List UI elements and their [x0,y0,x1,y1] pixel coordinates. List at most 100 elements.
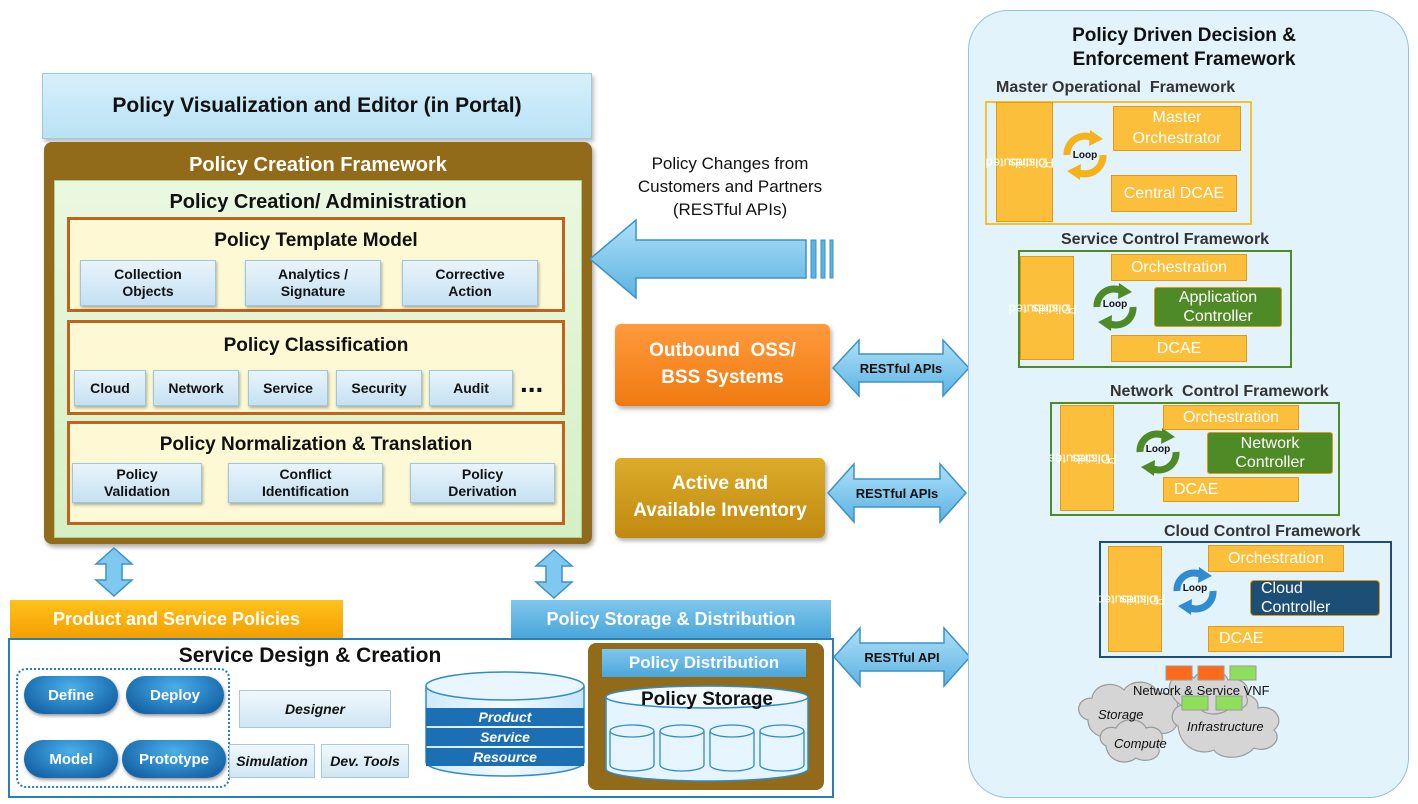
class-network: Network [153,370,239,406]
inventory-line1: Active and [671,473,769,495]
db-row-resource: Resource [473,749,537,765]
app-controller-line2: Controller [1183,308,1253,325]
network-loop-label: Loop [1145,443,1171,455]
cloud-loop-label: Loop [1182,582,1208,594]
cloud-dcae: DCAE [1208,626,1344,652]
deploy-label: Deploy [149,686,200,704]
network-dcae-label: DCAE [1174,480,1219,498]
master-loop-icon [1063,130,1107,180]
network-dcae: DCAE [1163,477,1299,502]
network-controller: Network Controller [1207,432,1333,474]
catalog-database-icon [425,671,585,777]
application-controller: Application Controller [1154,287,1282,327]
deploy-pill: Deploy [126,676,224,714]
policy-changes-line2: Customers and Partners [637,176,823,196]
class-service-label: Service [263,379,313,396]
policy-changes-text: Policy Changes from Customers and Partne… [612,153,848,222]
decision-title-line2: Enforcement Framework [1072,48,1296,70]
class-security-label: Security [351,379,407,396]
policy-template-model: Policy Template Model Collection Objects… [67,217,565,312]
master-orch-line1: Master [1152,108,1202,126]
db-row-product: Product [478,709,532,725]
class-security: Security [336,370,422,406]
outbound-oss-line1: Outbound OSS/ [649,340,796,362]
model-pill: Model [24,740,118,778]
inventory-line2: Available Inventory [633,500,807,521]
vertical-double-arrow-left [94,546,134,598]
outbound-oss-line2: BSS Systems [661,367,784,388]
design-steps-group [16,668,230,788]
service-dcae: DCAE [1111,335,1247,362]
collection-objects-line2: Objects [122,283,174,299]
policy-distribution-label: Policy Distribution [628,653,780,672]
cloud-loop-icon [1173,567,1217,615]
corrective-action-line1: Corrective [435,266,505,283]
compute-label: Compute [1114,736,1167,751]
central-dcae: Central DCAE [1111,175,1237,212]
network-dp-line2: Policies [1072,451,1117,467]
policy-derivation: Policy Derivation [410,463,555,503]
class-service: Service [248,370,328,406]
vnf-label: Network & Service VNF [1133,683,1270,698]
class-cloud: Cloud [74,370,146,406]
service-design-creation-title: Service Design & Creation [178,644,442,667]
analytics-signature-line1: Analytics / [277,266,349,283]
infrastructure-cloud-icon [1078,665,1280,763]
network-controller-line1: Network [1240,434,1300,452]
conflict-identification-line2: Identification [261,483,350,499]
master-orch-line2: Orchestrator [1132,129,1222,147]
restful-api-label-1: RESTful APIs [859,360,943,376]
restful-api-label-3: RESTful API [864,649,940,665]
service-loop-icon [1093,283,1137,331]
policy-classification: Policy Classification Cloud Network Serv… [67,320,565,415]
collection-objects: Collection Objects [80,260,216,306]
class-audit: Audit [429,370,513,406]
analytics-signature: Analytics / Signature [245,260,381,306]
decision-framework-title: Policy Driven Decision & Enforcement Fra… [1010,24,1358,72]
policy-changes-line3: (RESTful APIs) [672,199,788,219]
policy-validation-line2: Validation [103,483,171,499]
product-service-policies-label: Product and Service Policies [52,608,301,629]
policy-storage-container: Policy Distribution Policy Storage [588,643,824,790]
service-loop-label: Loop [1102,298,1128,310]
network-orch-label: Orchestration [1182,408,1280,426]
dev-tools-label: Dev. Tools [330,753,400,769]
policy-storage-title: Policy Storage [641,689,773,710]
network-controller-line2: Controller [1235,454,1305,471]
product-service-policies-bar: Product and Service Policies [10,600,343,638]
simulation-label: Simulation [236,753,308,769]
policy-storage-distribution-bar: Policy Storage & Distribution [511,600,831,638]
storage-label: Storage [1098,707,1144,722]
class-cloud-label: Cloud [90,379,130,396]
db-row-service: Service [480,729,530,745]
model-label: Model [49,750,93,768]
cloud-controller-line2: Controller [1261,599,1331,616]
policy-derivation-line2: Derivation [448,483,517,499]
service-orchestration: Orchestration [1111,254,1247,281]
cloud-dcae-label: DCAE [1219,630,1264,647]
designer-box: Designer [239,690,391,728]
service-dcae-label: DCAE [1156,339,1202,357]
master-framework-title: Master Operational Framework [996,79,1236,96]
define-label: Define [48,686,94,704]
conflict-identification: Conflict Identification [228,463,383,503]
dev-tools-box: Dev. Tools [321,744,409,778]
simulation-box: Simulation [229,744,315,778]
analytics-signature-line2: Signature [280,283,346,299]
restful-api-label-2: RESTful APIs [855,485,939,501]
policy-changes-arrow [588,218,834,300]
network-loop-icon [1136,428,1180,476]
master-orchestrator: Master Orchestrator [1113,106,1241,151]
service-framework-frame [1018,250,1292,368]
policy-creation-administration: Policy Creation/ Administration Policy T… [54,180,582,538]
master-framework-frame [985,101,1252,225]
cloud-dp-line2: Policies [1120,592,1165,608]
cloud-framework-frame [1099,541,1392,658]
policy-template-model-title: Policy Template Model [214,230,418,251]
conflict-identification-line1: Conflict [279,466,332,483]
policy-creation-framework: Policy Creation Framework Policy Creatio… [44,142,592,544]
collection-objects-line1: Collection [114,266,182,283]
